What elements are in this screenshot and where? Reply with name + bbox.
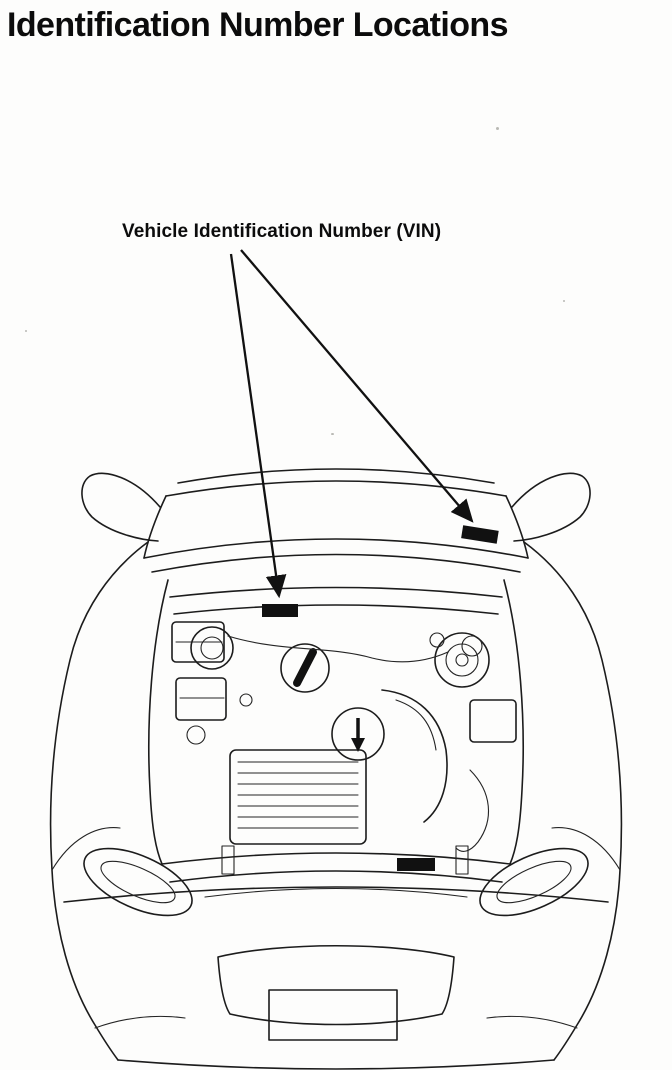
- front-fascia: [83, 847, 589, 1041]
- intake-duct: [381, 689, 448, 823]
- fender-right-outer: [523, 541, 623, 1061]
- reservoir-cap-left: [186, 725, 206, 745]
- scan-noise: [496, 127, 499, 130]
- strut-tower-left: [190, 626, 234, 670]
- engine-cover-fins: [237, 761, 359, 829]
- body-outline: [49, 541, 623, 1070]
- mirror-right: [511, 472, 591, 542]
- leader-arrows: [229, 249, 474, 599]
- hood-opening-left: [148, 579, 169, 865]
- oil-cap-emblem: [280, 643, 330, 693]
- bumper-top: [63, 886, 609, 903]
- license-plate: [268, 989, 398, 1041]
- cowl-line: [151, 553, 521, 573]
- fender-crease-left: [51, 827, 121, 871]
- small-fitting: [239, 693, 253, 707]
- mirror-left: [81, 472, 161, 542]
- scan-noise: [331, 433, 334, 435]
- hood-opening-right: [503, 579, 524, 865]
- hood-latch-post-right: [455, 845, 469, 875]
- headlight-right-inner: [496, 860, 572, 904]
- front-crossmember-inner: [204, 887, 468, 898]
- arrow-to-cowl-vin: [240, 249, 474, 523]
- windshield-bottom: [143, 538, 529, 559]
- cowl-vin-plate: [461, 525, 499, 544]
- engine-cover: [229, 749, 367, 845]
- arrow-to-engine-vin: [229, 253, 287, 599]
- bumper-vent-left: [94, 1015, 186, 1029]
- pulley-mark: [331, 707, 385, 761]
- right-component-box: [469, 699, 517, 743]
- grille-opening: [217, 944, 455, 1026]
- fender-crease-right: [551, 827, 621, 871]
- a-pillar-right: [505, 495, 529, 559]
- radiator-support-lower: [173, 604, 499, 615]
- roof-and-windshield: [81, 468, 591, 573]
- vin-label: Vehicle Identification Number (VIN): [122, 221, 442, 242]
- airbox: [171, 621, 225, 663]
- front-crossmember-top: [161, 852, 511, 865]
- radiator-support-top: [169, 586, 503, 598]
- fender-left-outer: [49, 541, 149, 1061]
- strut-tower-left-inner: [200, 636, 224, 660]
- small-cap: [429, 632, 445, 648]
- bumper-vent-right: [486, 1015, 578, 1029]
- scan-noise: [563, 300, 565, 302]
- washer-cap: [461, 635, 483, 657]
- engine-vin-plate: [262, 604, 298, 617]
- pulley-arrow-head: [351, 738, 365, 752]
- upper-hose: [227, 635, 449, 663]
- engine-bay: [161, 586, 517, 898]
- crossmember-plate: [397, 858, 435, 871]
- headlight-left-inner: [100, 860, 176, 904]
- roof-edge: [177, 468, 495, 484]
- hood-latch-post-left: [221, 845, 235, 875]
- fuse-box: [175, 677, 227, 721]
- windshield-top: [165, 480, 507, 497]
- wiring-harness: [455, 769, 489, 852]
- headlight-left: [83, 847, 193, 917]
- headlight-right: [479, 847, 589, 917]
- intake-duct-inner: [395, 699, 437, 751]
- scan-noise: [25, 330, 27, 332]
- page-title: Identification Number Locations: [7, 6, 508, 44]
- bumper-bottom: [117, 1059, 555, 1070]
- front-crossmember-lower: [169, 870, 503, 883]
- strut-tower-right-inner: [455, 653, 469, 667]
- strut-tower-right: [434, 632, 490, 688]
- vin-plates: [262, 525, 499, 871]
- a-pillar-left: [143, 495, 167, 559]
- oil-cap-slash: [293, 648, 317, 687]
